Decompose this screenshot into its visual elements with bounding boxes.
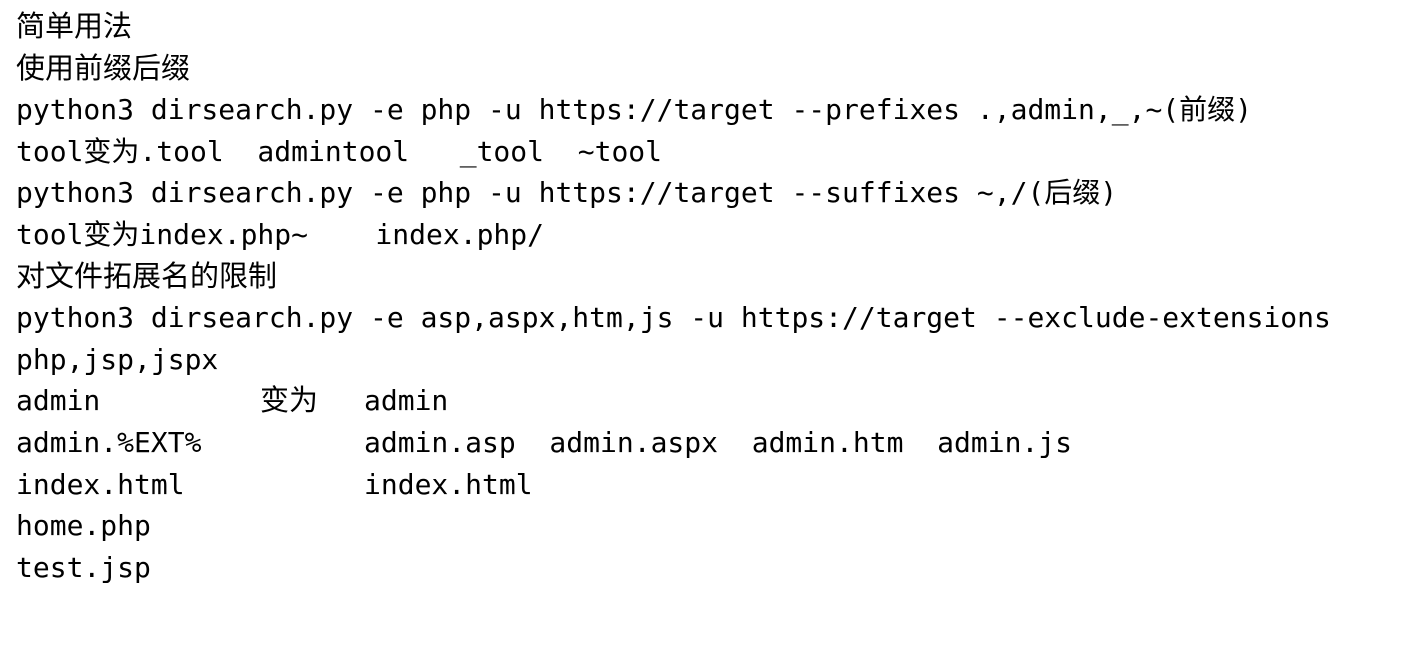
heading-simple-usage: 简单用法 — [16, 9, 133, 43]
command-suffixes: python3 dirsearch.py -e php -u https://t… — [16, 176, 1118, 210]
suffix-result: tool变为index.php~ index.php/ — [16, 217, 545, 251]
table-row: admin.%EXT% admin.asp admin.aspx admin.h… — [16, 422, 1416, 464]
row-source: home.php — [16, 509, 151, 543]
row-result: admin.asp admin.aspx admin.htm admin.js — [364, 425, 1073, 459]
document-body: 简单用法 使用前缀后缀 python3 dirsearch.py -e php … — [16, 6, 1416, 588]
command-prefixes: python3 dirsearch.py -e php -u https://t… — [16, 93, 1253, 127]
command-exclude-extensions-cont: php,jsp,jspx — [16, 342, 219, 376]
row-source: index.html — [16, 467, 185, 501]
row-source: test.jsp — [16, 550, 151, 584]
table-row: index.html index.html — [16, 464, 1416, 506]
table-row: test.jsp — [16, 547, 1416, 589]
command-exclude-extensions: python3 dirsearch.py -e asp,aspx,htm,js … — [16, 301, 1331, 335]
table-row: home.php — [16, 505, 1416, 547]
row-result: admin — [364, 384, 449, 418]
heading-prefix-suffix: 使用前缀后缀 — [16, 50, 191, 85]
row-result: index.html — [364, 467, 533, 501]
row-source: admin — [16, 384, 101, 418]
table-row: admin 变为 admin — [16, 380, 1416, 422]
row-arrow-text: 变为 — [260, 383, 319, 418]
heading-extension-limit: 对文件拓展名的限制 — [16, 258, 278, 293]
prefix-result: tool变为.tool admintool _tool ~tool — [16, 134, 663, 168]
row-source: admin.%EXT% — [16, 425, 202, 459]
